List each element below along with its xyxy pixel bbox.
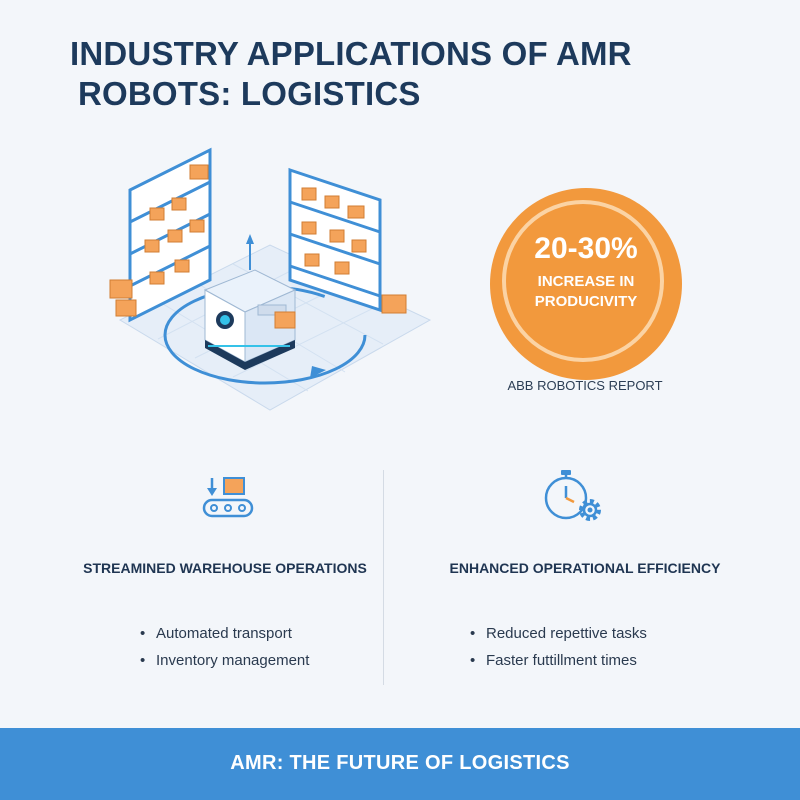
stopwatch-gear-icon (544, 470, 601, 521)
list-item: Automated transport (140, 620, 309, 647)
title-line-2: ROBOTS: LOGISTICS (78, 75, 421, 112)
feature-heading-warehouse: STREAMINED WAREHOUSE OPERATIONS (83, 560, 367, 576)
stat-label-line-2: PRODUCIVITY (534, 293, 638, 310)
list-item: Inventory management (140, 647, 309, 674)
title-line-1: INDUSTRY APPLICATIONS OF AMR (70, 35, 632, 72)
feature-heading-efficiency: ENHANCED OPERATIONAL EFFICIENCY (449, 560, 721, 576)
right-shelf (288, 167, 407, 314)
page-title: INDUSTRY APPLICATIONS OF AMR ROBOTS: LOG… (70, 34, 710, 114)
footer-banner (0, 728, 800, 800)
stat-source: ABB ROBOTICS REPORT (507, 378, 663, 393)
column-divider (383, 470, 384, 685)
conveyor-icon (202, 477, 254, 518)
list-item: Faster futtillment times (470, 647, 647, 674)
stat-label-line-1: INCREASE IN (537, 273, 635, 290)
footer-banner-text: AMR: THE FUTURE OF LOGISTICS (230, 752, 570, 774)
stat-circle-ring (502, 200, 664, 362)
left-shelf (109, 147, 212, 323)
feature-list-warehouse: Automated transport Inventory management (140, 620, 309, 674)
robot (203, 234, 297, 370)
list-item: Reduced repettive tasks (470, 620, 647, 647)
stat-label: INCREASE IN PRODUCIVITY (490, 272, 682, 312)
stat-value: 20-30% (534, 232, 638, 265)
warehouse-robot-illustration (109, 147, 432, 411)
feature-list-efficiency: Reduced repettive tasks Faster futtillme… (470, 620, 647, 674)
